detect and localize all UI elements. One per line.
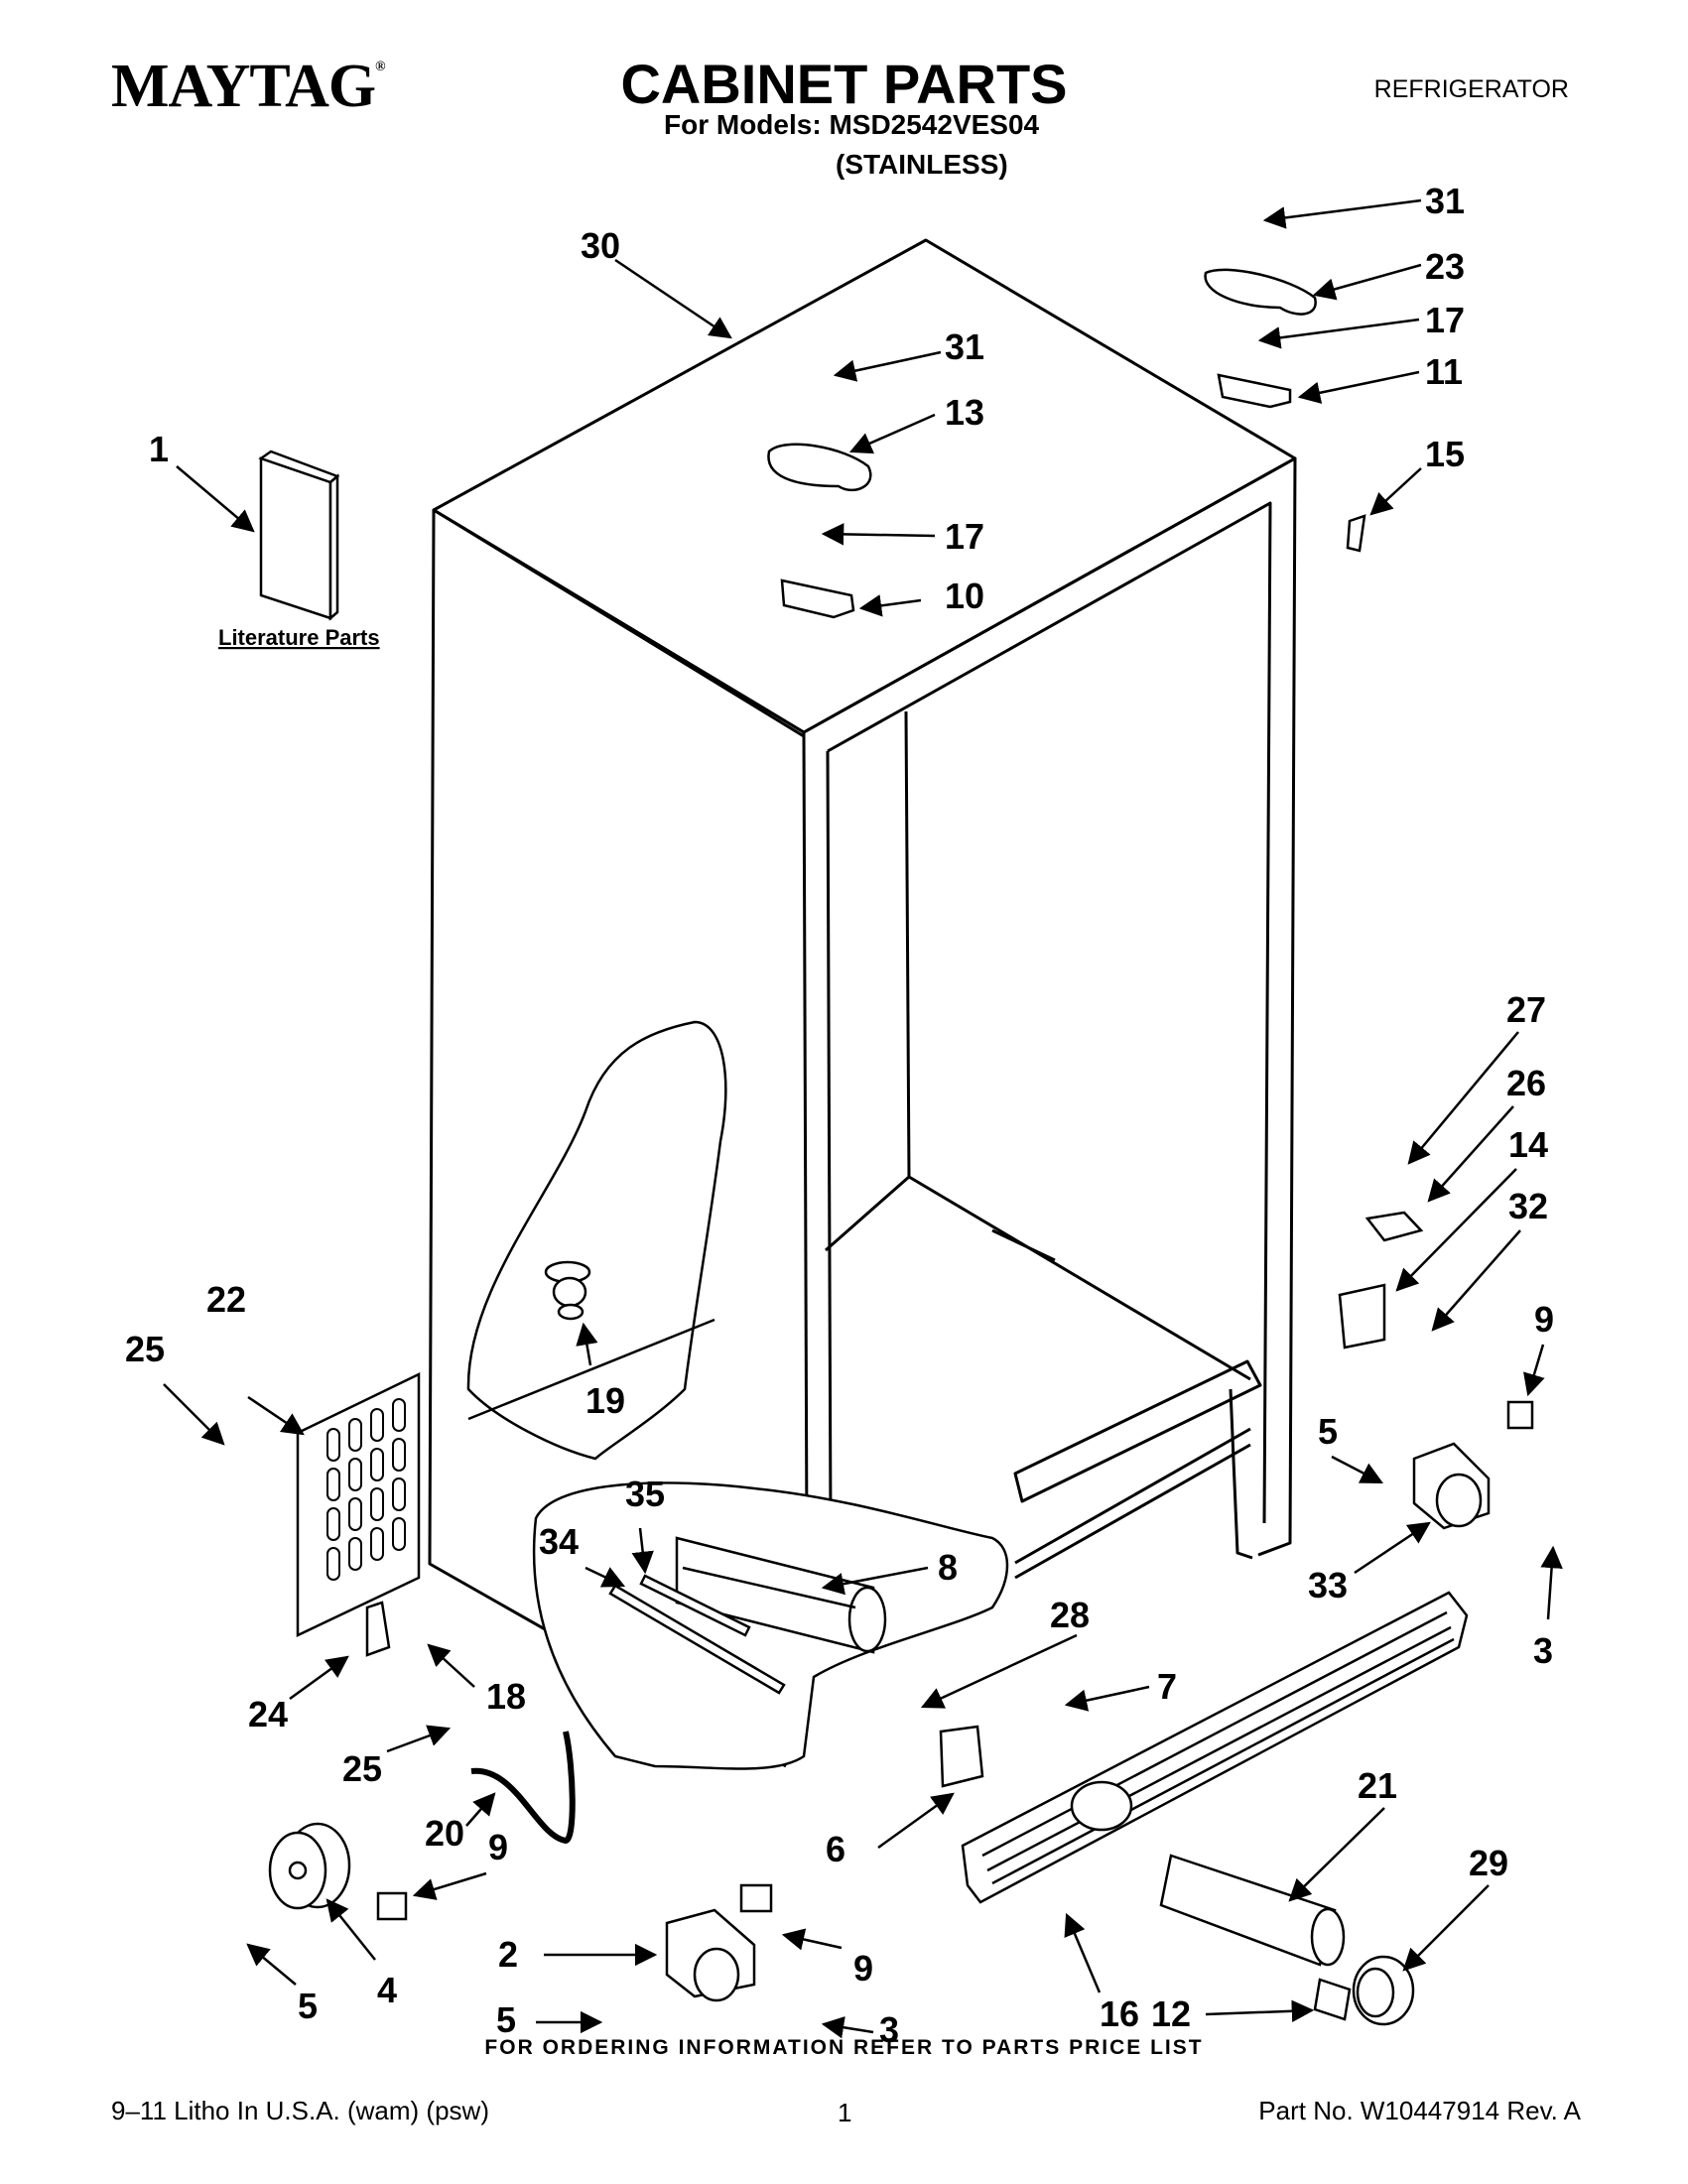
callout-12: 12 xyxy=(1151,1993,1191,2034)
print-info: 9–11 Litho In U.S.A. (wam) (psw) xyxy=(111,2096,489,2125)
callout-32: 32 xyxy=(1508,1186,1548,1226)
callout-17: 17 xyxy=(1425,300,1465,340)
callout-20: 20 xyxy=(425,1813,464,1854)
callout-29: 29 xyxy=(1469,1843,1508,1883)
rear-grille-22 xyxy=(296,1372,421,1637)
callout-33: 33 xyxy=(1308,1565,1348,1606)
spacer-9b xyxy=(376,1891,408,1921)
toe-grille-16 xyxy=(961,1591,1469,1904)
ordering-note: FOR ORDERING INFORMATION REFER TO PARTS … xyxy=(484,2036,1204,2059)
callout-3: 3 xyxy=(1533,1630,1553,1671)
filter-cap-29 xyxy=(1352,1955,1415,2026)
callout-17: 17 xyxy=(945,516,984,557)
hinge-top-10 xyxy=(780,578,855,619)
hinge-cover-23 xyxy=(1204,268,1317,316)
callout-31: 31 xyxy=(945,326,984,367)
callout-9: 9 xyxy=(1534,1299,1554,1340)
hinge-pin-26 xyxy=(1364,1211,1424,1242)
brand-logo: MAYTAG® xyxy=(111,52,386,122)
callout-13: 13 xyxy=(945,392,984,433)
callout-5: 5 xyxy=(1318,1411,1338,1452)
callout-5: 5 xyxy=(496,1999,516,2040)
callout-21: 21 xyxy=(1358,1765,1397,1806)
callout-1: 1 xyxy=(149,429,169,469)
callout-19: 19 xyxy=(585,1380,625,1421)
water-tube-20 xyxy=(470,1731,576,1845)
callout-35: 35 xyxy=(625,1474,665,1514)
callout-26: 26 xyxy=(1506,1063,1546,1103)
callout-25: 25 xyxy=(342,1748,382,1789)
leader-lines xyxy=(163,198,1563,2039)
callout-10: 10 xyxy=(945,576,984,616)
hinge-top-11 xyxy=(1217,373,1292,409)
filter-bypass-12 xyxy=(1313,1978,1352,2021)
callout-28: 28 xyxy=(1050,1595,1090,1635)
callout-8: 8 xyxy=(938,1547,958,1588)
callout-4: 4 xyxy=(377,1970,397,2010)
cutaway-upper xyxy=(466,1020,727,1461)
callout-numbers: 1 30 31 13 17 10 31 23 17 11 15 27 26 14… xyxy=(125,181,1554,2050)
callout-5: 5 xyxy=(298,1986,318,2026)
cutaway-lower xyxy=(532,1481,1009,1770)
literature-parts-label: Literature Parts xyxy=(218,625,380,650)
callout-18: 18 xyxy=(486,1676,526,1717)
hinge-parts xyxy=(365,268,1534,1921)
shim-15 xyxy=(1346,514,1366,553)
spacer-9a xyxy=(1506,1400,1534,1430)
callout-25: 25 xyxy=(125,1329,165,1369)
model-number: For Models: MSD2542VES04 xyxy=(664,109,1040,140)
model-variant: (STAINLESS) xyxy=(836,149,1008,180)
callout-15: 15 xyxy=(1425,434,1465,474)
callout-3: 3 xyxy=(879,2009,899,2050)
bracket-24 xyxy=(365,1601,391,1657)
callout-30: 30 xyxy=(581,225,620,266)
roller-left-4 xyxy=(268,1822,351,1910)
product-category: REFRIGERATOR xyxy=(1373,75,1569,103)
callout-34: 34 xyxy=(539,1521,579,1562)
callout-2: 2 xyxy=(498,1934,518,1975)
callout-11: 11 xyxy=(1425,351,1463,392)
callout-6: 6 xyxy=(826,1829,845,1869)
hinge-cover-13 xyxy=(767,443,872,492)
page-number: 1 xyxy=(838,2098,852,2127)
drain-rod-35 xyxy=(639,1574,751,1637)
spacer-9c xyxy=(739,1883,773,1913)
literature-parts-1 xyxy=(258,450,340,621)
part-number: Part No. W10447914 Rev. A xyxy=(1258,2096,1581,2125)
callout-7: 7 xyxy=(1157,1666,1177,1707)
bracket-6 xyxy=(939,1725,984,1788)
brand-name: MAYTAG xyxy=(111,53,376,120)
defrost-drain-tube-8 xyxy=(675,1536,887,1654)
page-title: CABINET PARTS xyxy=(620,53,1068,115)
leveling-assembly-33 xyxy=(1412,1442,1491,1530)
callout-9: 9 xyxy=(488,1827,508,1867)
callout-9: 9 xyxy=(853,1948,873,1989)
callout-16: 16 xyxy=(1100,1993,1139,2034)
callout-23: 23 xyxy=(1425,246,1465,287)
water-filter-21 xyxy=(1159,1854,1346,1967)
callout-31: 31 xyxy=(1425,181,1465,221)
hinge-bottom-14 xyxy=(1338,1283,1386,1349)
callout-22: 22 xyxy=(206,1279,246,1320)
registered-mark: ® xyxy=(375,60,386,74)
callout-27: 27 xyxy=(1506,989,1546,1030)
callout-14: 14 xyxy=(1508,1124,1548,1165)
drain-grommet-19 xyxy=(544,1260,591,1321)
leveling-assembly-2 xyxy=(665,1908,756,2002)
drain-rod-34 xyxy=(608,1584,786,1695)
callout-24: 24 xyxy=(248,1694,288,1734)
